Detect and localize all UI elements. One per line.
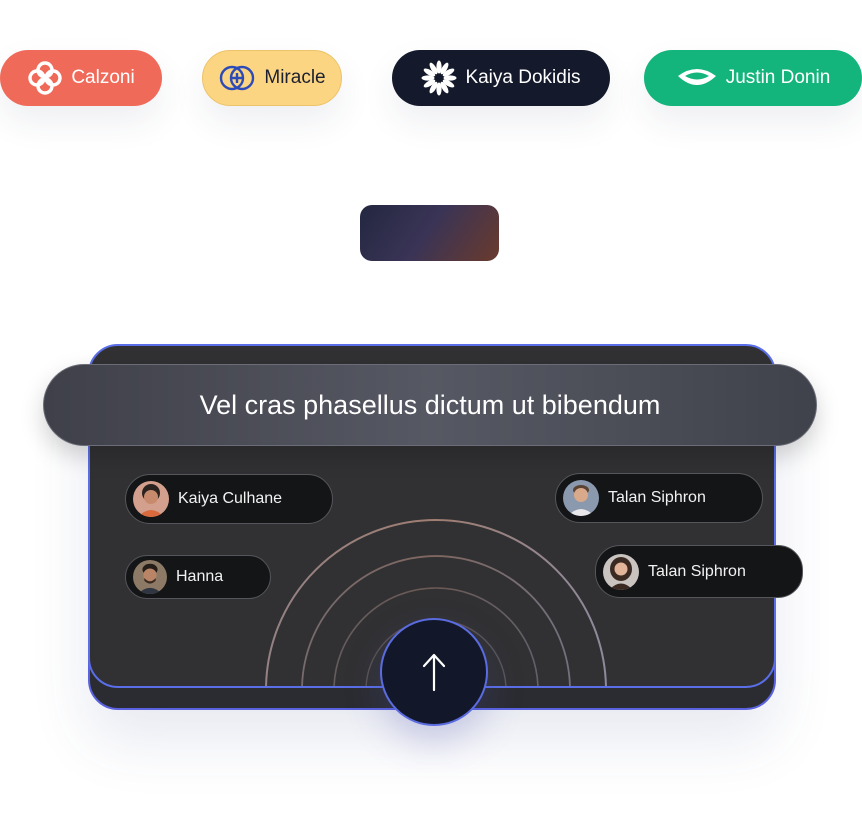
card-headline: Vel cras phasellus dictum ut bibendum (43, 364, 817, 446)
brand-label: Kaiya Dokidis (465, 67, 581, 88)
brand-pill-miracle[interactable]: Miracle (202, 50, 342, 106)
brand-pill-justin-donin[interactable]: Justin Donin (644, 50, 862, 106)
brand-label: Justin Donin (725, 67, 831, 88)
user-chip[interactable]: Talan Siphron (595, 545, 803, 598)
brand-label: Calzoni (71, 67, 135, 88)
brand-pill-calzoni[interactable]: Calzoni (0, 50, 162, 106)
brand-label: Miracle (264, 67, 326, 88)
user-chip[interactable]: Kaiya Culhane (125, 474, 333, 524)
justin-donin-logo-icon (676, 63, 718, 93)
user-name: Kaiya Culhane (178, 490, 283, 507)
user-name: Hanna (176, 568, 224, 585)
avatar (603, 553, 639, 590)
user-chip[interactable]: Talan Siphron (555, 473, 763, 523)
user-name: Talan Siphron (608, 489, 706, 506)
user-chip[interactable]: Hanna (125, 555, 271, 599)
avatar (133, 481, 169, 517)
user-name: Talan Siphron (648, 562, 746, 580)
upload-button[interactable] (380, 618, 488, 726)
brand-pill-kaiya-dokidis[interactable]: Kaiya Dokidis (392, 50, 610, 106)
avatar (133, 560, 167, 594)
gradient-swatch (360, 205, 499, 261)
kaiya-dokidis-logo-icon (421, 60, 457, 96)
calzoni-logo-icon (27, 60, 63, 96)
headline-text: Vel cras phasellus dictum ut bibendum (199, 389, 661, 420)
arrow-up-icon (422, 653, 446, 692)
avatar (563, 480, 599, 516)
miracle-logo-icon (218, 61, 256, 95)
